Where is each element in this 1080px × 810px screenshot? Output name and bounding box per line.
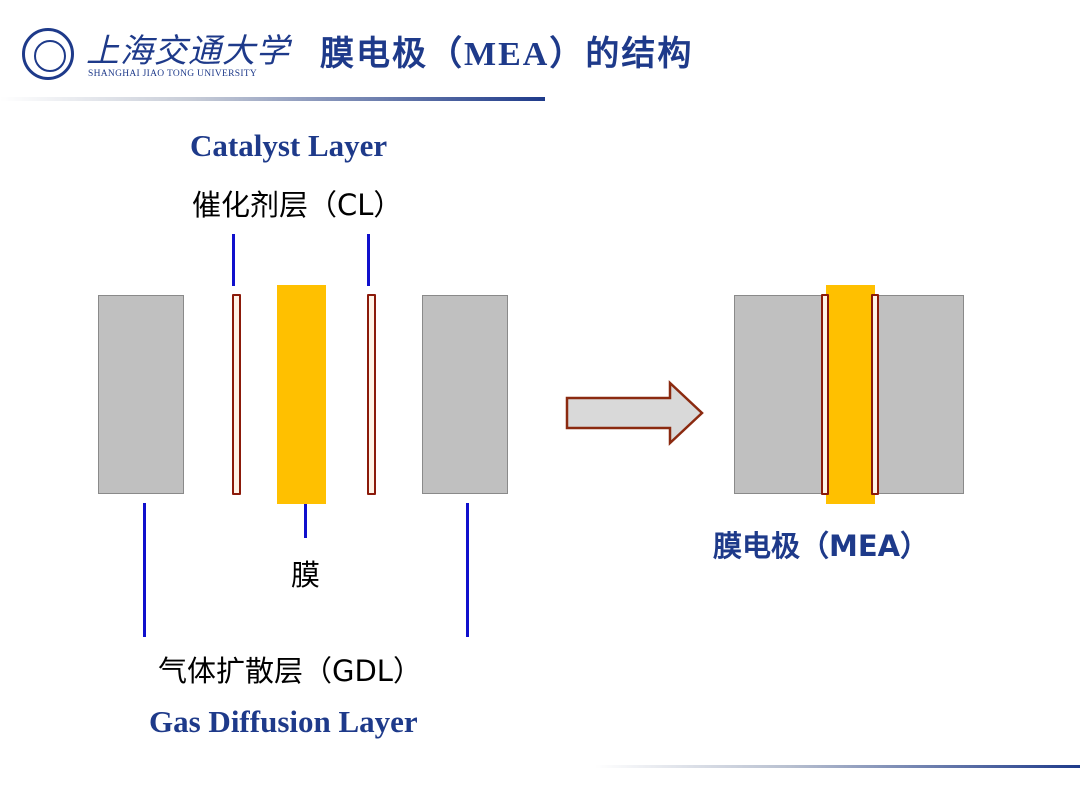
mea-gdl-right: [876, 295, 964, 494]
membrane-leader: [304, 504, 307, 538]
membrane-label: 膜: [291, 558, 321, 592]
mea-gdl-left: [734, 295, 824, 494]
gas-diffusion-layer-right: [422, 295, 508, 494]
gdl-label-cn: 气体扩散层（GDL）: [158, 654, 422, 688]
footer-divider: [595, 765, 1080, 768]
catalyst-layer-left: [232, 294, 241, 495]
gas-diffusion-layer-left: [98, 295, 184, 494]
mea-catalyst-right: [871, 294, 879, 495]
mea-membrane: [826, 285, 875, 504]
gdl-leader-left: [143, 503, 146, 637]
gdl-label-en: Gas Diffusion Layer: [149, 704, 418, 739]
right-arrow-icon: [565, 380, 704, 446]
slide-title: 膜电极（MEA）的结构: [320, 36, 694, 73]
university-name-en: SHANGHAI JIAO TONG UNIVERSITY: [88, 69, 258, 79]
catalyst-leader-left: [232, 234, 235, 286]
catalyst-leader-right: [367, 234, 370, 286]
catalyst-layer-label-cn: 催化剂层（CL）: [192, 188, 403, 222]
mea-label: 膜电极（MEA）: [713, 529, 930, 563]
membrane: [277, 285, 326, 504]
catalyst-layer-label-en: Catalyst Layer: [190, 128, 388, 163]
catalyst-layer-right: [367, 294, 376, 495]
mea-catalyst-left: [821, 294, 829, 495]
gdl-leader-right: [466, 503, 469, 637]
title-divider: [0, 97, 545, 101]
university-emblem-icon: [22, 28, 74, 80]
university-name-cn: 上海交通大学: [86, 31, 290, 70]
